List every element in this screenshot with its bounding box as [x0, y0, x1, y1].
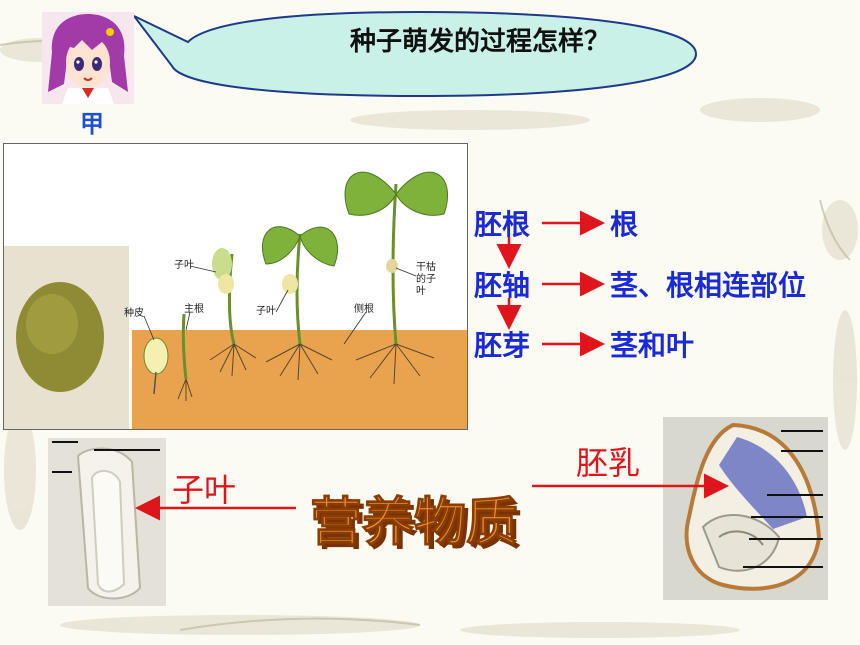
- cotyledon-seed-image: [48, 438, 166, 606]
- germination-figure: 子叶 种皮 主根 子叶 侧根 干枯的子叶: [3, 143, 468, 430]
- figure-label-cotyledon-2: 子叶: [256, 306, 276, 317]
- girl-avatar-icon: [42, 12, 134, 104]
- nutrient-title-shadow: 营养物质: [314, 497, 522, 557]
- nutrient-title-text: 营养物质: [310, 493, 518, 553]
- nutrient-title: 营养物质 营养物质: [309, 493, 522, 558]
- endosperm-label: 胚乳: [576, 444, 641, 482]
- speech-bubble: [133, 10, 698, 98]
- speaker-label: 甲: [80, 110, 104, 138]
- organ-root: 根: [610, 208, 639, 241]
- figure-label-withered-cotyledon: 干枯的子叶: [416, 262, 436, 297]
- corn-seed-section-image: [663, 417, 828, 600]
- part-plumule: 胚芽: [474, 329, 531, 362]
- organ-stem-and-leaf: 茎和叶: [610, 329, 695, 362]
- figure-label-main-root: 主根: [184, 304, 204, 315]
- germination-illustration: [4, 171, 467, 429]
- figure-label-seed-coat: 种皮: [124, 308, 144, 319]
- figure-label-lateral-root: 侧根: [354, 304, 374, 315]
- question-text: 种子萌发的过程怎样？: [349, 27, 610, 57]
- part-radicle: 胚根: [474, 208, 531, 241]
- figure-label-cotyledon-1: 子叶: [174, 260, 194, 271]
- cotyledon-label: 子叶: [172, 471, 237, 509]
- organ-stem-root-junction: 茎、根相连部位: [610, 269, 807, 302]
- part-hypocotyl: 胚轴: [474, 269, 531, 302]
